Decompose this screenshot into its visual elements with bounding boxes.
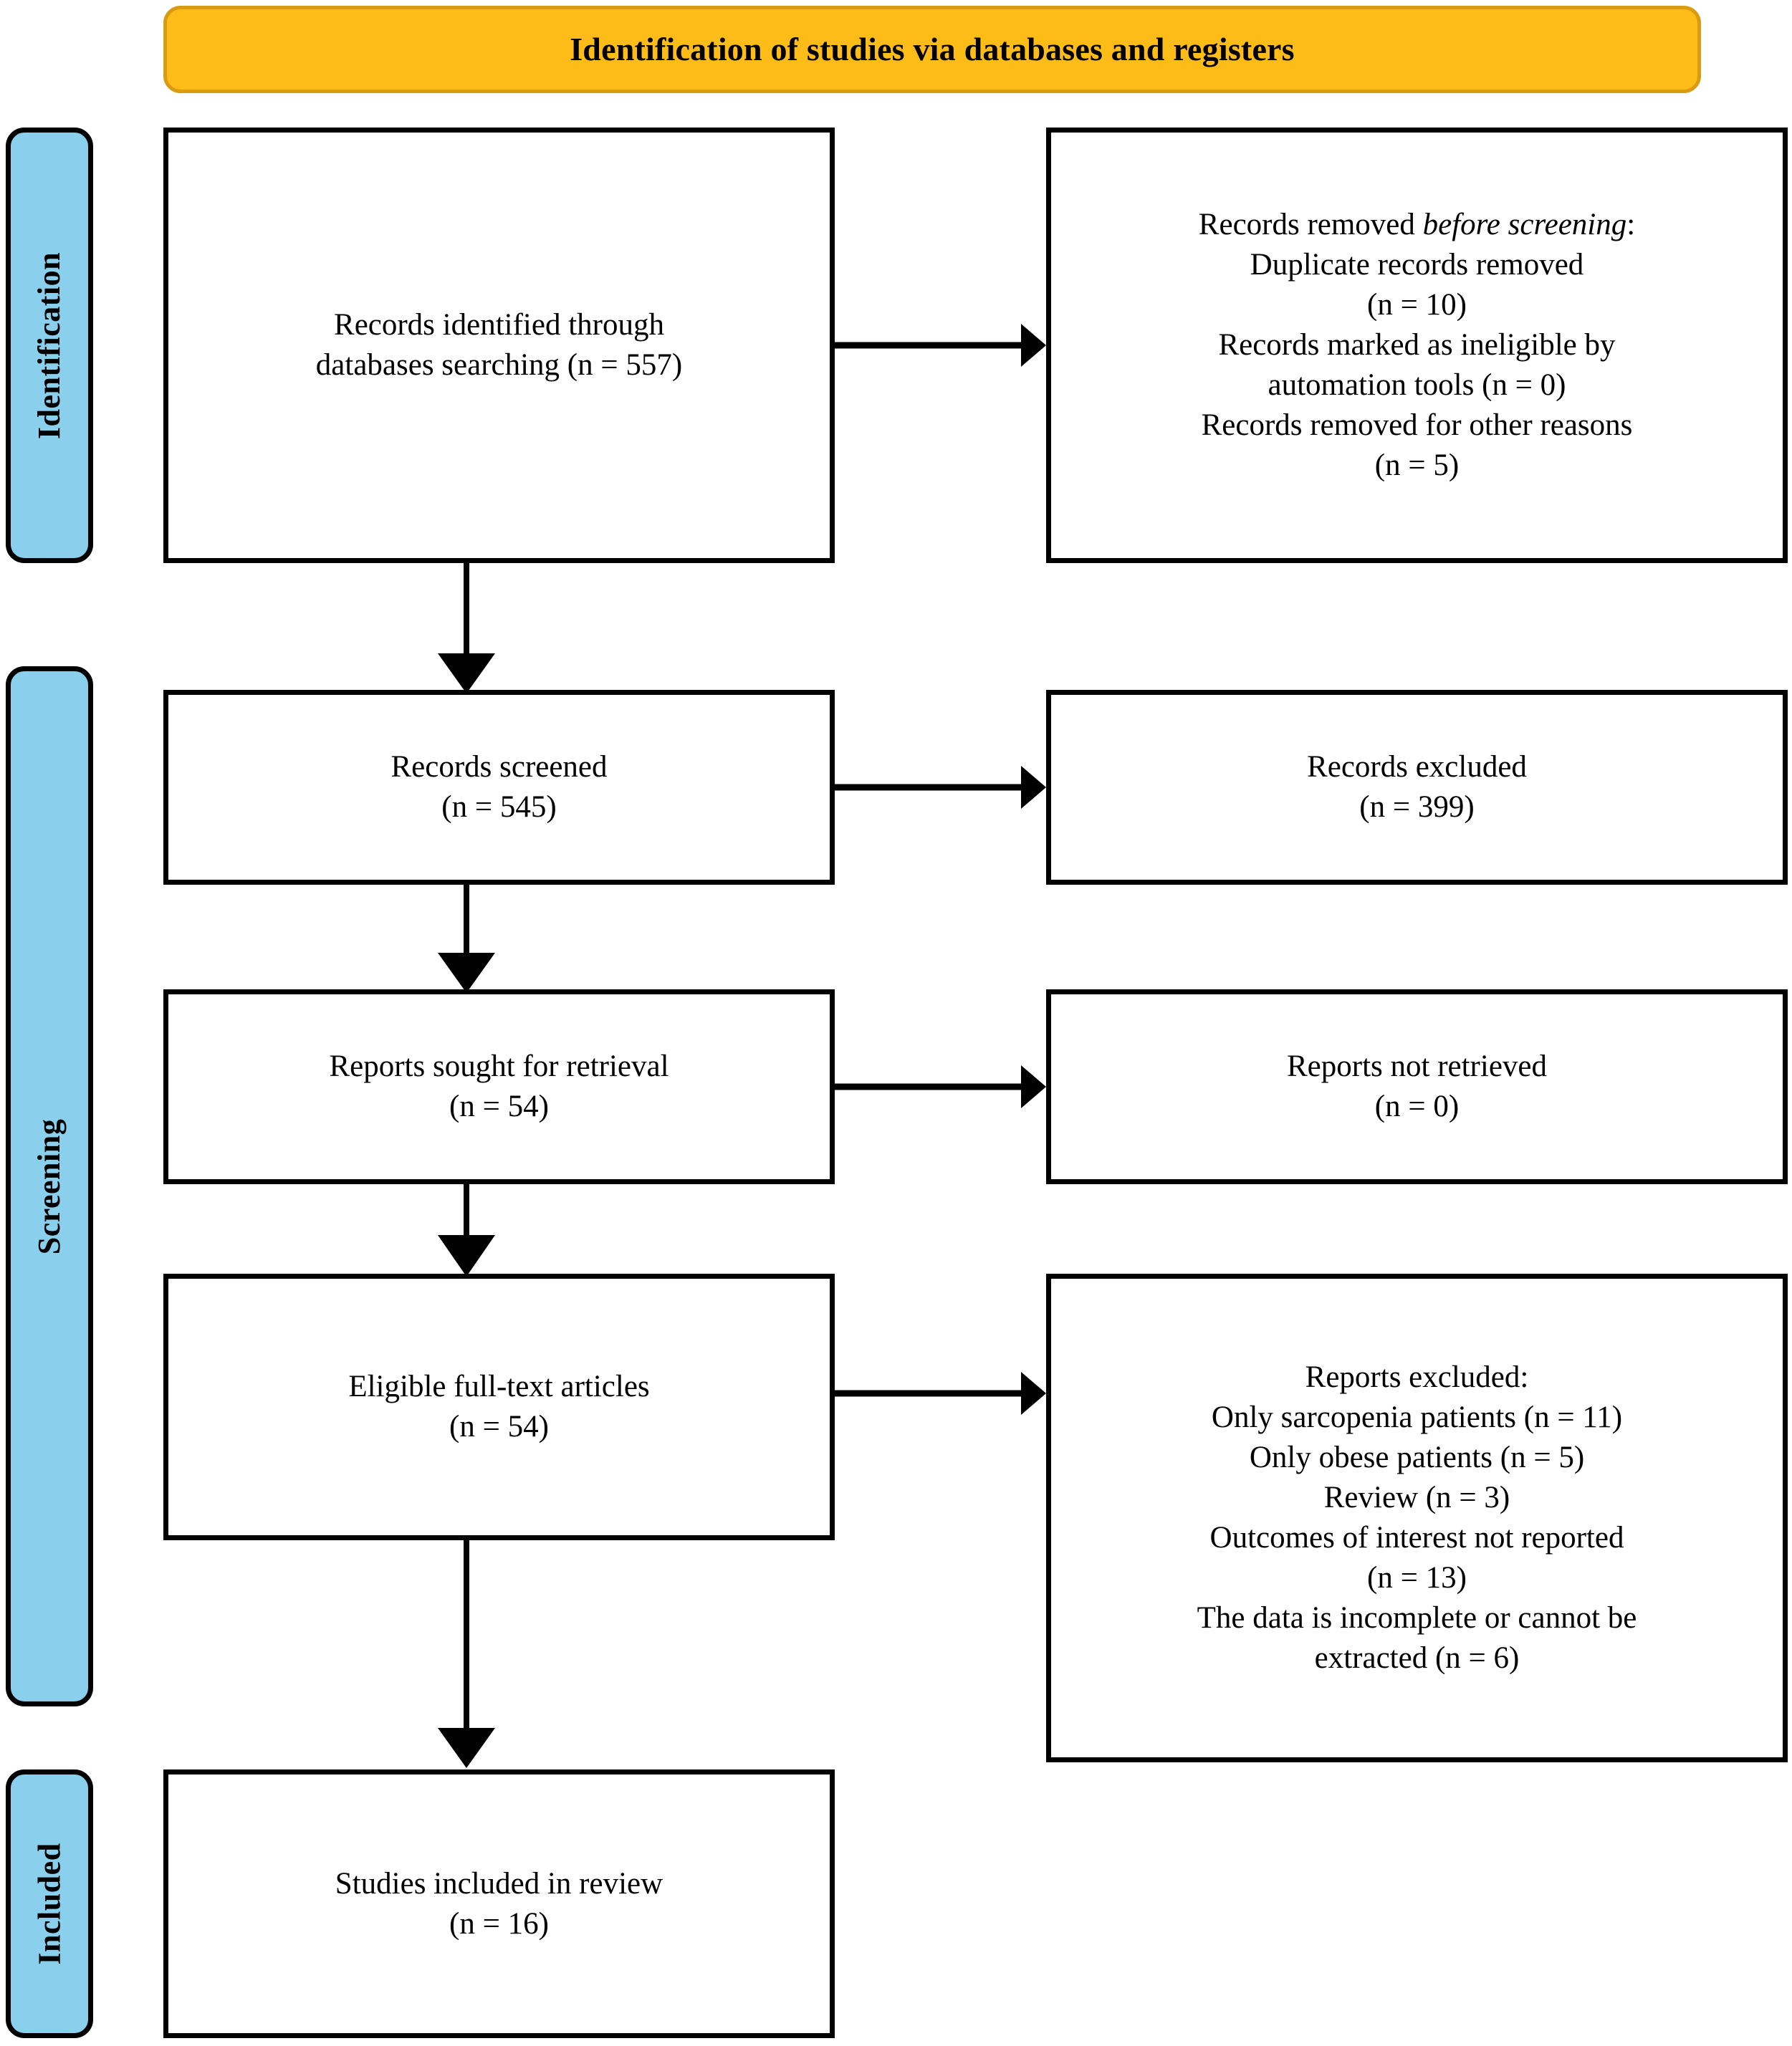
box-records-identified-text: Records identified through databases sea…: [316, 305, 682, 385]
included-line1: Studies included in review: [335, 1866, 663, 1901]
not-retrieved-line1: Reports not retrieved: [1286, 1050, 1547, 1084]
box-records-screened: Records screened (n = 545): [163, 690, 835, 885]
reports-excluded-line5: Outcomes of interest not reported: [1209, 1521, 1624, 1555]
reports-excluded-line4: Review (n = 3): [1323, 1481, 1510, 1515]
box-records-removed-before-screening: Records removed before screening: Duplic…: [1046, 128, 1788, 563]
excluded-line2: (n = 399): [1359, 790, 1475, 824]
arrow-identified-to-screened: [438, 563, 495, 693]
page-title: Identification of studies via databases …: [570, 30, 1295, 67]
box-records-excluded: Records excluded (n = 399): [1046, 690, 1788, 885]
stage-screening-text: Screening: [32, 1118, 67, 1254]
screened-line1: Records screened: [390, 750, 608, 784]
sought-line2: (n = 54): [449, 1090, 549, 1123]
box-reports-not-retrieved: Reports not retrieved (n = 0): [1046, 989, 1788, 1184]
box-reports-not-retrieved-text: Reports not retrieved (n = 0): [1287, 1047, 1547, 1127]
stage-label-screening: Screening: [6, 666, 93, 1706]
box-records-screened-text: Records screened (n = 545): [390, 747, 607, 827]
arrow-sought-to-not-retrieved: [835, 1065, 1046, 1108]
arrow-eligible-to-reports-excluded: [835, 1372, 1046, 1415]
box-reports-sought-text: Reports sought for retrieval (n = 54): [329, 1047, 669, 1127]
arrow-eligible-to-included: [438, 1540, 495, 1768]
reports-excluded-line1: Reports excluded:: [1305, 1360, 1529, 1395]
removed-line2: Duplicate records removed: [1250, 248, 1584, 282]
removed-heading-italic: before screening: [1422, 208, 1627, 242]
arrow-screened-to-sought: [438, 885, 495, 993]
reports-excluded-line6: (n = 13): [1367, 1560, 1467, 1595]
removed-line4: Records marked as ineligible by: [1218, 328, 1616, 362]
removed-line3: (n = 10): [1367, 288, 1467, 322]
stage-label-identification: Identification: [6, 128, 93, 563]
screened-line2: (n = 545): [441, 790, 557, 824]
reports-excluded-line3: Only obese patients (n = 5): [1249, 1441, 1585, 1475]
arrow-identified-to-removed: [835, 324, 1046, 367]
reports-excluded-line8: extracted (n = 6): [1314, 1641, 1520, 1675]
box-reports-excluded-text: Reports excluded: Only sarcopenia patien…: [1197, 1358, 1637, 1678]
box-records-removed-text: Records removed before screening: Duplic…: [1199, 205, 1635, 485]
box-studies-included-in-review: Studies included in review (n = 16): [163, 1769, 835, 2038]
box-records-excluded-text: Records excluded (n = 399): [1307, 747, 1527, 827]
eligible-line1: Eligible full-text articles: [348, 1370, 650, 1404]
excluded-line1: Records excluded: [1307, 750, 1527, 784]
removed-line5: automation tools (n = 0): [1268, 368, 1566, 402]
stage-label-included: Included: [6, 1769, 93, 2038]
records-identified-line1: Records identified through: [334, 308, 664, 342]
sought-line1: Reports sought for retrieval: [329, 1050, 669, 1084]
box-studies-included-text: Studies included in review (n = 16): [335, 1864, 663, 1944]
removed-line7: (n = 5): [1374, 448, 1460, 482]
arrow-screened-to-excluded: [835, 766, 1046, 809]
box-eligible-text: Eligible full-text articles (n = 54): [348, 1367, 649, 1447]
eligible-line2: (n = 54): [449, 1410, 549, 1444]
removed-heading-prefix: Records removed: [1198, 208, 1423, 242]
arrow-sought-to-eligible: [438, 1184, 495, 1277]
removed-line6: Records removed for other reasons: [1201, 408, 1633, 442]
stage-identification-text: Identification: [32, 251, 67, 439]
box-reports-sought-for-retrieval: Reports sought for retrieval (n = 54): [163, 989, 835, 1184]
header-banner: Identification of studies via databases …: [163, 6, 1701, 93]
box-reports-excluded: Reports excluded: Only sarcopenia patien…: [1046, 1274, 1788, 1762]
not-retrieved-line2: (n = 0): [1374, 1090, 1460, 1123]
reports-excluded-line2: Only sarcopenia patients (n = 11): [1211, 1401, 1623, 1435]
box-records-identified: Records identified through databases sea…: [163, 128, 835, 563]
included-line2: (n = 16): [449, 1906, 549, 1941]
box-eligible-full-text-articles: Eligible full-text articles (n = 54): [163, 1274, 835, 1540]
stage-included-text: Included: [32, 1843, 67, 1965]
reports-excluded-line7: The data is incomplete or cannot be: [1197, 1600, 1637, 1635]
removed-heading-suffix: :: [1626, 208, 1636, 242]
records-identified-line2: databases searching (n = 557): [315, 348, 683, 382]
